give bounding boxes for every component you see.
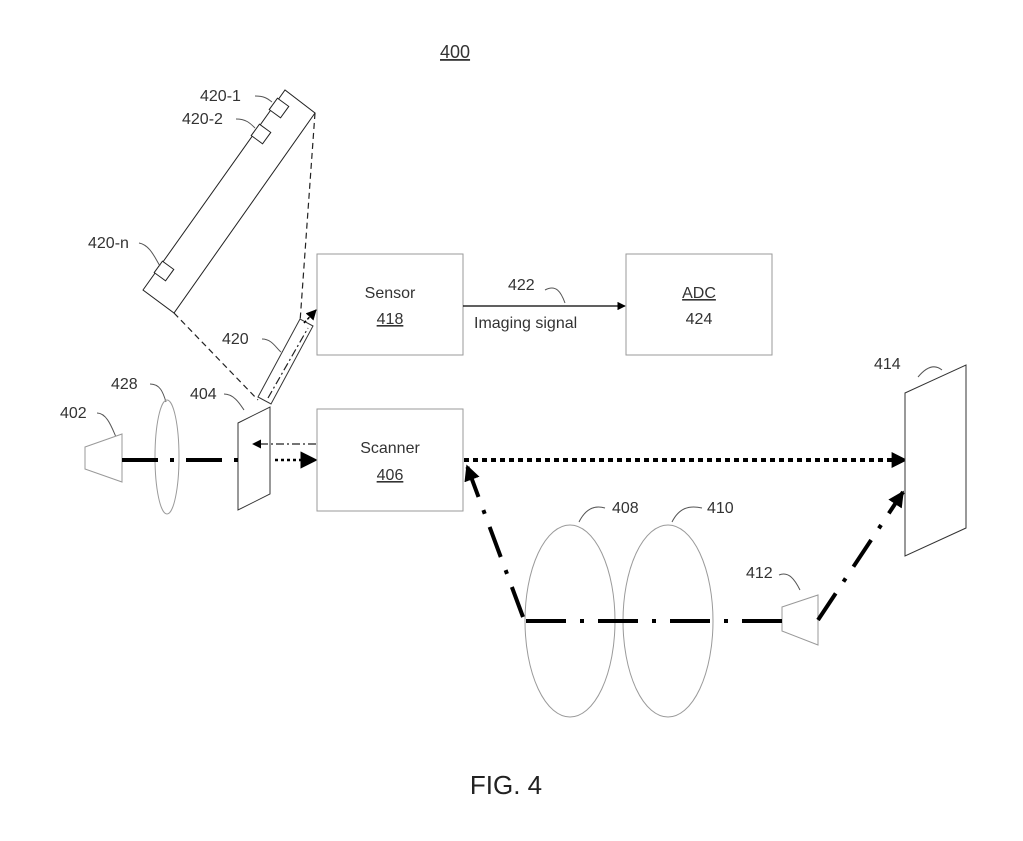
pixel-420-1 <box>268 97 290 119</box>
scanner-title: Scanner <box>360 440 420 457</box>
leader-410 <box>671 506 703 523</box>
pixel-420-2 <box>250 123 272 145</box>
sensor-title: Sensor <box>365 285 416 302</box>
label-420-2: 420-2 <box>182 111 223 128</box>
laser-source-402 <box>84 433 123 483</box>
figure-caption: FIG. 4 <box>470 770 542 800</box>
pixel-420-n <box>153 260 175 282</box>
label-420-1: 420-1 <box>200 88 241 105</box>
reflector-420 <box>257 318 314 405</box>
adc-title: ADC <box>682 285 716 302</box>
beam-412-to-target <box>816 490 905 622</box>
label-402: 402 <box>60 405 87 422</box>
label-420: 420 <box>222 331 249 348</box>
label-404: 404 <box>190 386 217 403</box>
label-410: 410 <box>707 500 734 517</box>
label-408: 408 <box>612 500 639 517</box>
target-414 <box>904 364 967 557</box>
leader-422 <box>544 287 566 304</box>
leader-408 <box>578 506 606 523</box>
adc-block <box>625 253 773 356</box>
label-422: 422 <box>508 277 535 294</box>
projection-line-bottom <box>173 312 259 401</box>
adc-ref: 424 <box>686 311 713 328</box>
projection-line-top <box>299 112 316 323</box>
sensor-ref: 418 <box>377 311 404 328</box>
imaging-signal-label: Imaging signal <box>474 315 577 332</box>
leader-428 <box>149 383 167 403</box>
arrow-to-sensor <box>303 309 317 324</box>
beam-lenses-to-scanner <box>464 464 525 618</box>
leader-404 <box>223 393 245 411</box>
leader-420-1 <box>254 95 273 103</box>
component-412 <box>781 594 819 646</box>
sensor-array-420 <box>142 89 316 314</box>
label-414: 414 <box>874 356 901 373</box>
reflector-dashdot <box>267 327 309 399</box>
scanner-ref: 406 <box>377 467 404 484</box>
scanner-block <box>316 408 464 512</box>
beam-splitter-404 <box>237 406 271 511</box>
lens-428 <box>154 399 180 515</box>
leader-412 <box>778 573 801 591</box>
leader-402 <box>96 412 117 438</box>
leader-420 <box>261 338 282 353</box>
leader-420-2 <box>235 118 256 129</box>
sensor-block <box>316 253 464 356</box>
leader-414 <box>917 366 943 378</box>
label-428: 428 <box>111 376 138 393</box>
label-420-n: 420-n <box>88 235 129 252</box>
label-412: 412 <box>746 565 773 582</box>
figure-number: 400 <box>440 42 470 62</box>
leader-420-n <box>138 242 161 267</box>
